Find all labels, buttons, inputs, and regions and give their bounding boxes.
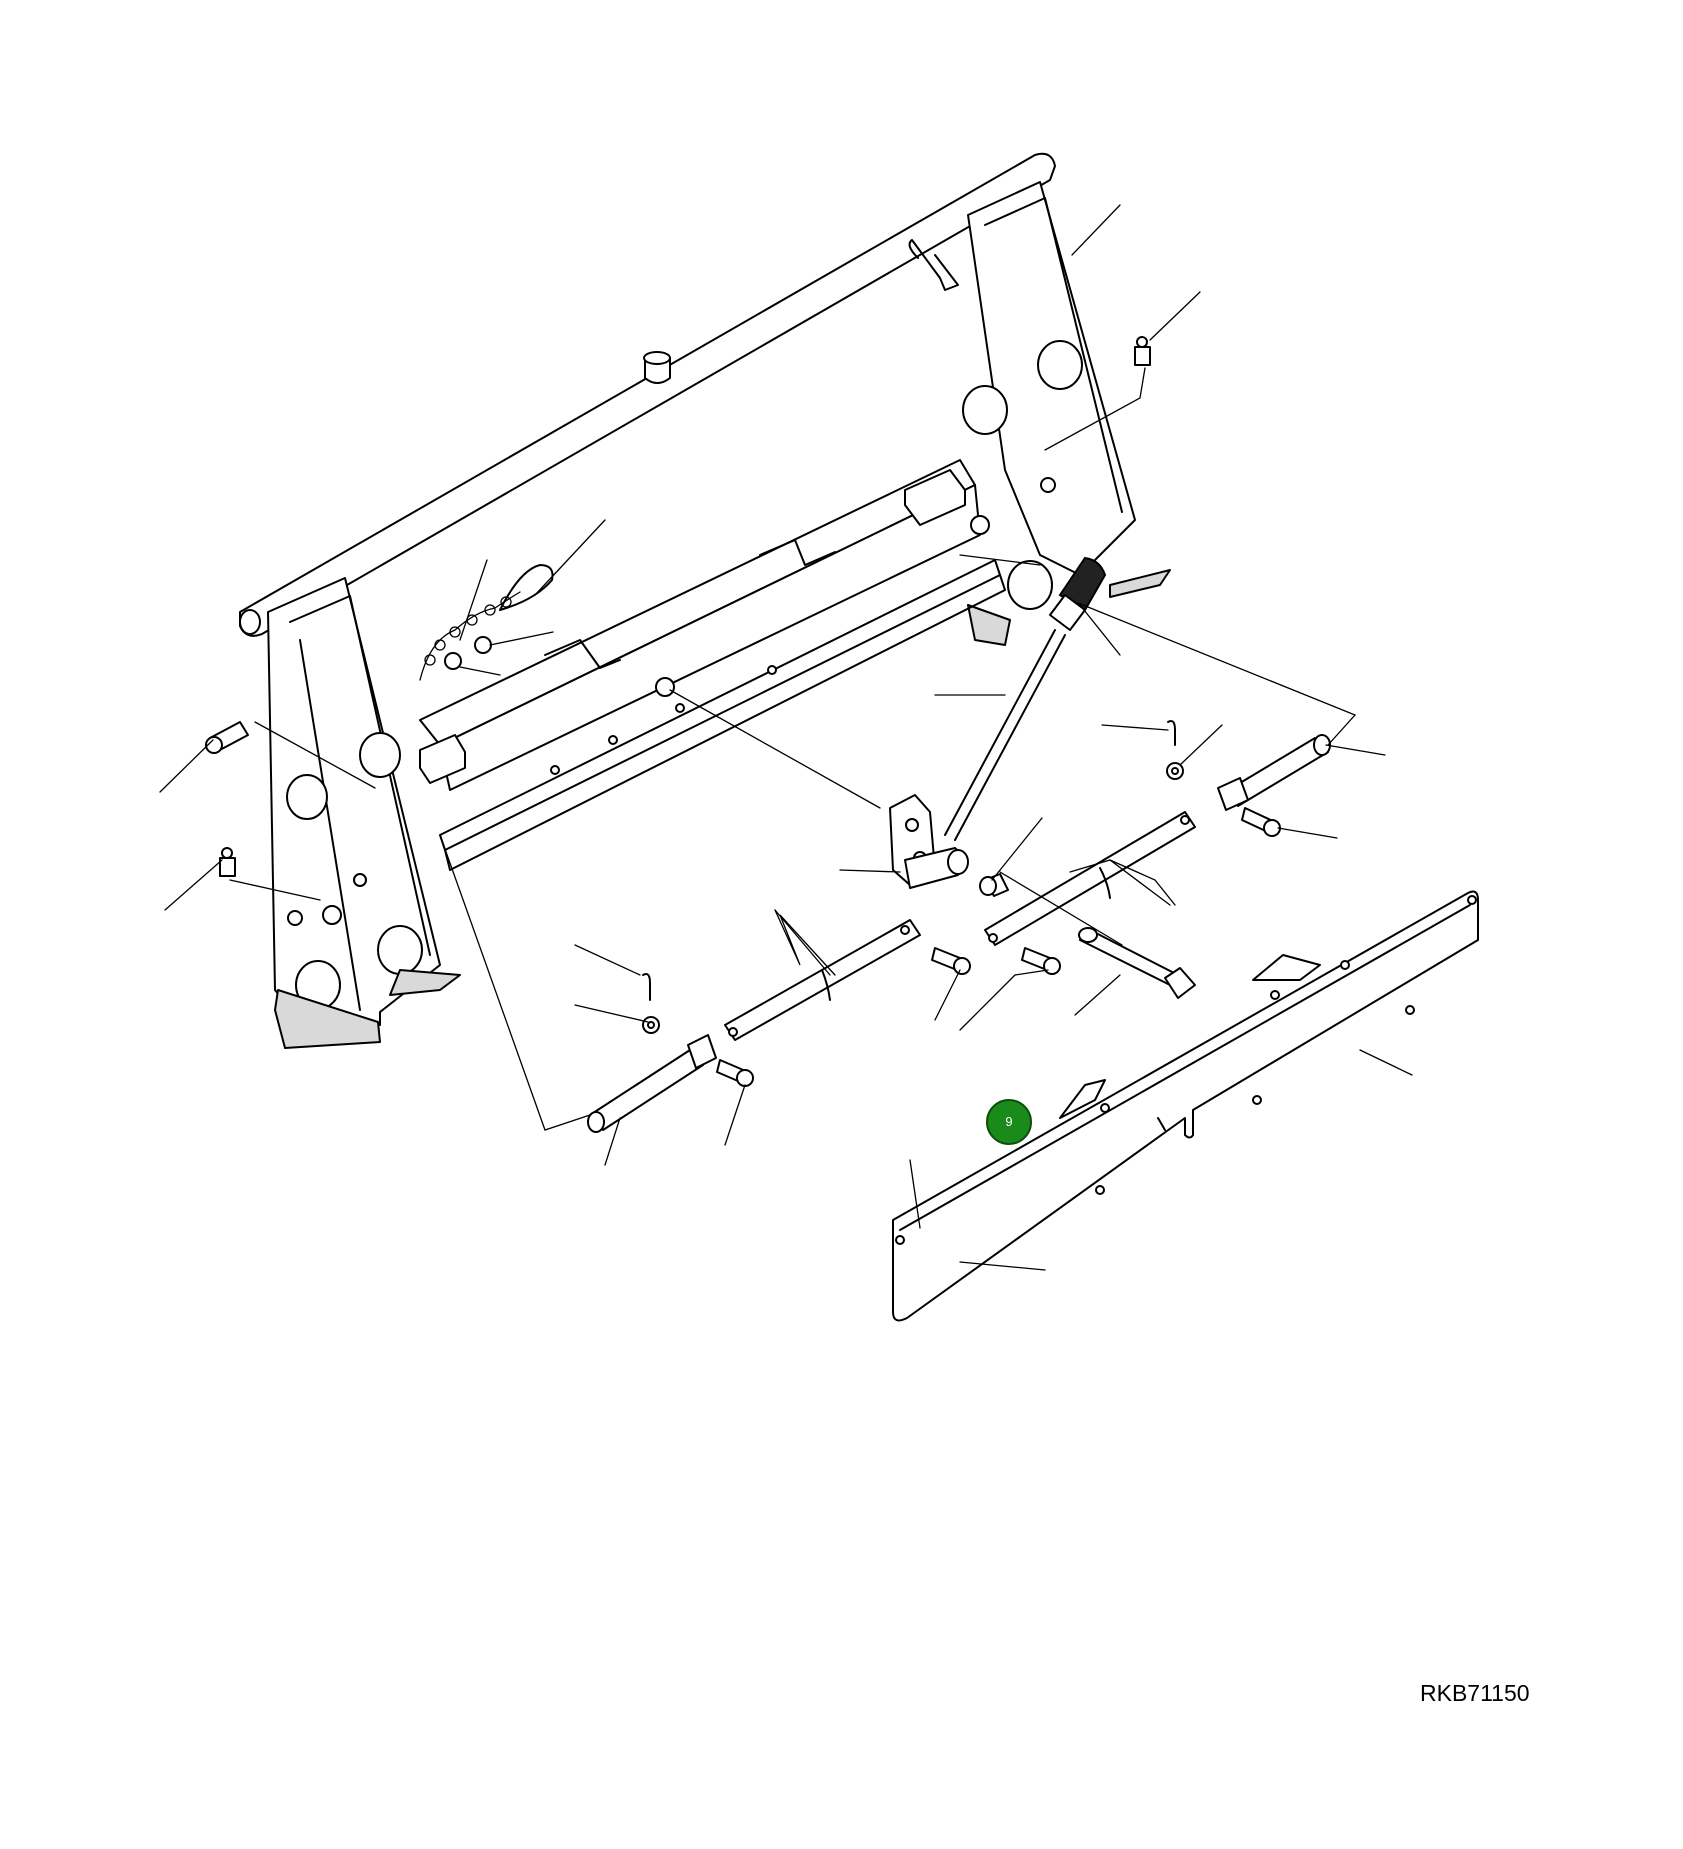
top-hook xyxy=(908,239,959,291)
beam-block-left xyxy=(419,734,466,784)
coupler-frame xyxy=(239,152,1171,1049)
left-foot xyxy=(274,989,381,1049)
cotter-pin-right xyxy=(1167,720,1176,746)
right-foot xyxy=(1109,569,1171,598)
pivot-bolt xyxy=(1078,927,1196,999)
callout-badge-9[interactable]: 9 xyxy=(986,1099,1032,1145)
drawing-code-label: RKB71150 xyxy=(1420,1680,1530,1706)
bottom-cover-plate xyxy=(892,890,1479,1322)
washer-chain xyxy=(444,652,462,670)
locking-pin-right xyxy=(1217,734,1331,811)
lever-handle-grip xyxy=(1058,556,1107,612)
nut-left-frame xyxy=(322,905,342,925)
snap-pin xyxy=(499,564,554,611)
link-bar-left xyxy=(724,919,921,1041)
link-bar-right xyxy=(984,811,1196,946)
grease-fitting-right xyxy=(1134,346,1151,366)
right-boss-upper xyxy=(1037,340,1083,390)
spacer xyxy=(979,873,1009,897)
locking-pin-left xyxy=(587,1034,717,1133)
locking-lever xyxy=(889,556,1107,889)
right-boss-bottom xyxy=(1007,560,1053,610)
top-tube-end xyxy=(239,609,261,635)
grease-fitting-left xyxy=(219,857,236,877)
cotter-pin-left xyxy=(642,973,651,1001)
top-tube xyxy=(239,152,1056,637)
nut-chain xyxy=(474,636,492,654)
beam-block-right xyxy=(904,469,966,526)
retaining-chain xyxy=(419,591,521,681)
right-boss-lower xyxy=(962,385,1008,435)
left-boss-bottom xyxy=(377,925,423,975)
left-boss-mid xyxy=(359,732,401,778)
left-boss-upper xyxy=(286,774,328,820)
leader-lines xyxy=(159,204,1413,1271)
